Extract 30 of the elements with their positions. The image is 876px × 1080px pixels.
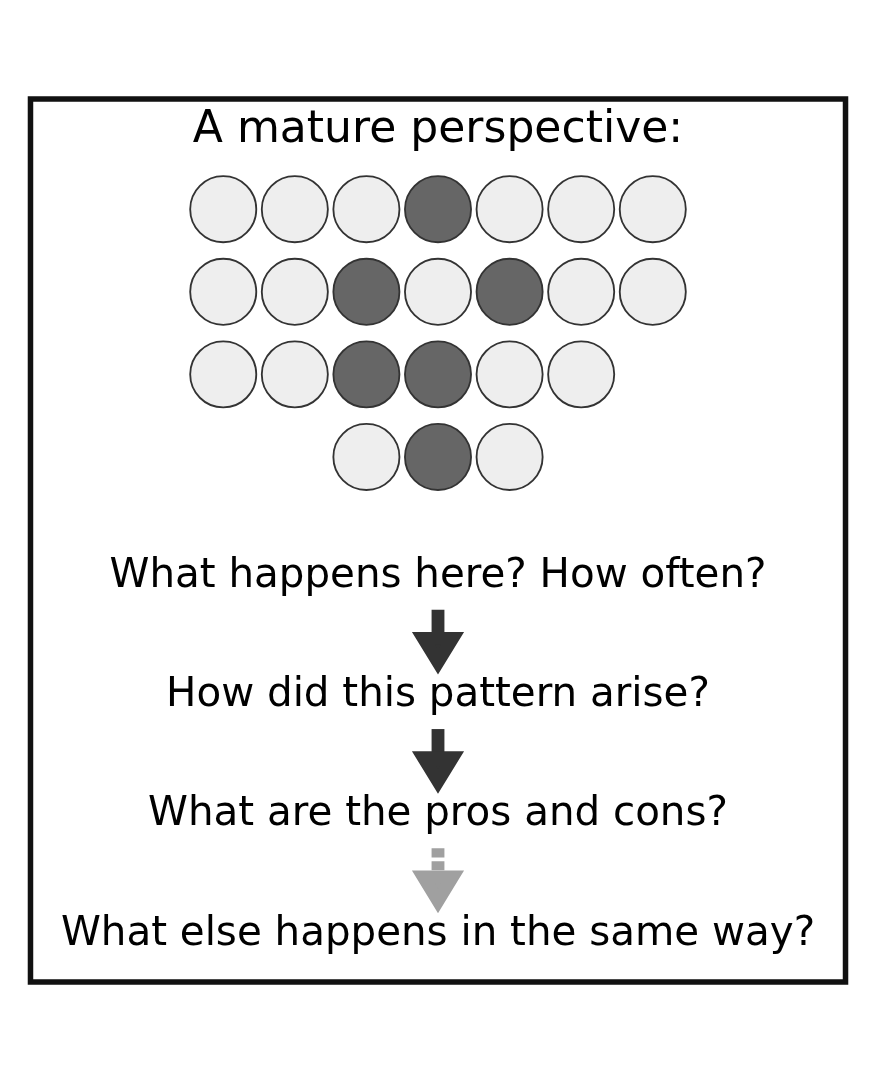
arrow [411,728,465,794]
node-circle [332,339,401,408]
node-circle [475,174,544,243]
node-circle [260,257,329,326]
node-text: How did this pattern arise? [166,668,710,716]
node-circle [260,339,329,408]
node-circle [404,422,472,491]
node-circle [332,422,401,491]
node-circle [189,257,258,326]
node-circle [332,257,401,326]
node-circle [189,174,258,243]
node-text: What are the pros and cons? [148,787,728,835]
arrow [411,609,465,675]
node-circle [475,339,544,408]
node-circle [618,174,687,243]
node-circle [547,339,616,408]
node-circle [547,257,616,326]
node-circle [475,422,544,491]
node-circle [404,257,472,326]
node-circle [618,257,687,326]
node-text: What happens here? How often? [109,549,767,597]
node-circle [332,174,401,243]
node-text: What else happens in the same way? [60,907,816,955]
arrow [411,847,465,913]
node-circle [260,174,329,243]
node-circle [404,174,472,243]
node-circle [547,174,616,243]
node-circle [475,257,544,326]
node-circle [189,339,258,408]
node-circle [404,339,472,408]
